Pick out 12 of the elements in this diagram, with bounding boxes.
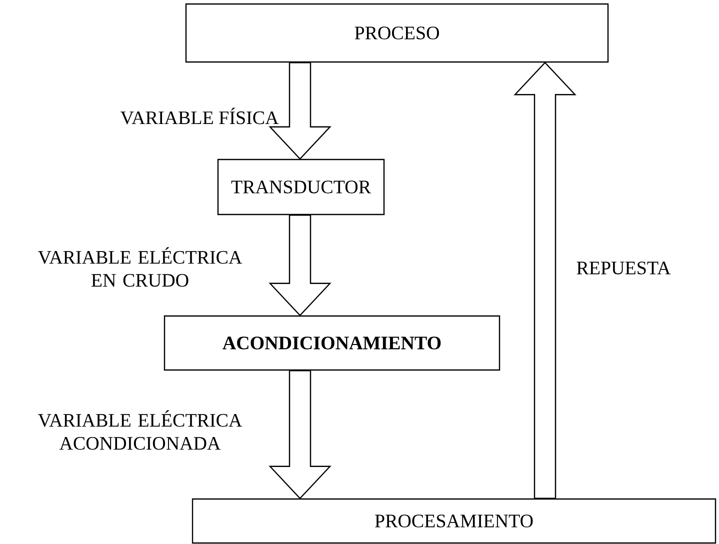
process-box: PROCESO bbox=[185, 3, 609, 63]
block-arrow bbox=[268, 62, 332, 160]
block-arrow bbox=[514, 62, 576, 499]
edge-label: VARIABLE ELÉCTRICA EN CRUDO bbox=[38, 247, 242, 287]
block-arrow bbox=[268, 214, 332, 316]
process-box: PROCESAMIENTO bbox=[192, 498, 716, 544]
process-box: ACONDICIONAMIENTO bbox=[164, 315, 500, 371]
edge-label: VARIABLE ELÉCTRICA ACONDICIONADA bbox=[38, 410, 242, 450]
edge-label: REPUESTA bbox=[576, 262, 671, 274]
block-arrow bbox=[268, 370, 332, 500]
edge-label: VARIABLE FÍSICA bbox=[120, 108, 279, 124]
process-box: TRANSDUCTOR bbox=[217, 158, 385, 216]
